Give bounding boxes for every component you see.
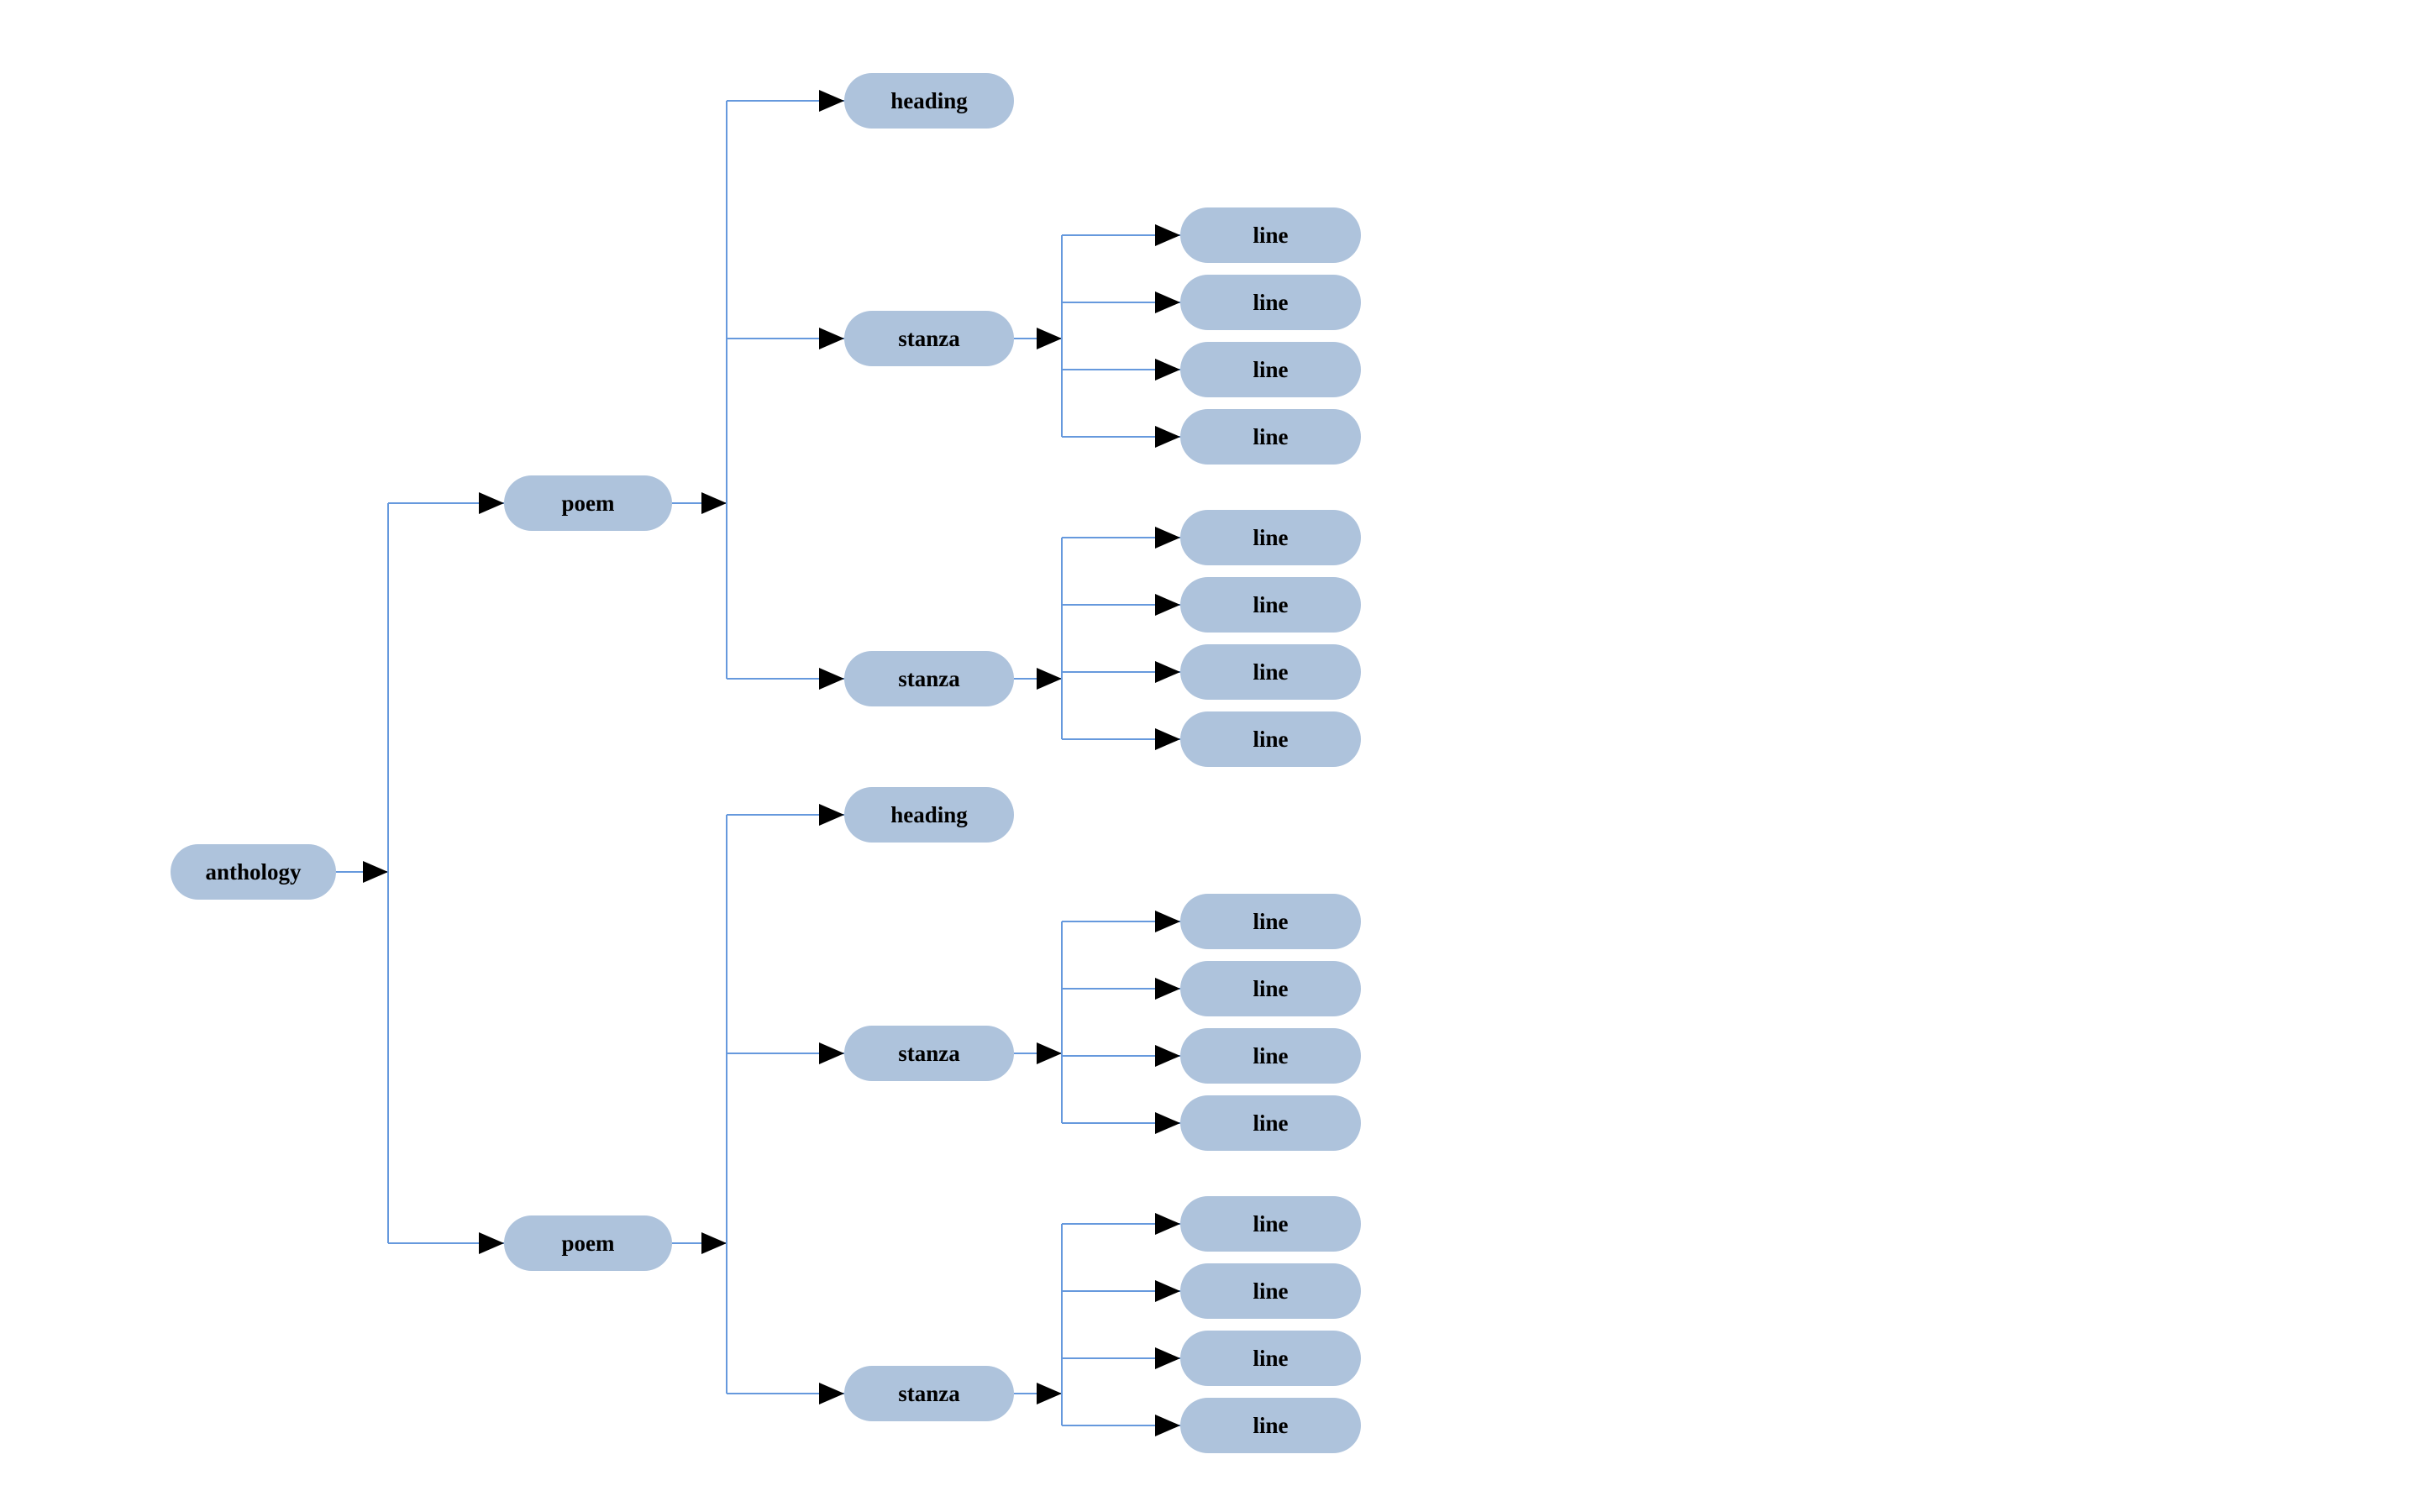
arrowhead-into-poem2 bbox=[479, 1232, 504, 1254]
tree-node-line[interactable]: line bbox=[1180, 1398, 1361, 1453]
arrowhead-into-heading1 bbox=[819, 90, 844, 112]
arrowhead-into-line1b2 bbox=[1155, 594, 1180, 616]
arrowhead-into-bus-poem1 bbox=[701, 492, 727, 514]
tree-node-label: line bbox=[1253, 289, 1289, 315]
tree-node-label: line bbox=[1253, 1042, 1289, 1068]
arrowhead-into-line2a1 bbox=[1155, 911, 1180, 932]
arrowhead-into-heading2 bbox=[819, 804, 844, 826]
arrowhead-into-line1a4 bbox=[1155, 426, 1180, 448]
tree-node-line[interactable]: line bbox=[1180, 894, 1361, 949]
arrowhead-into-bus-stanza2a bbox=[1037, 1042, 1062, 1064]
arrowhead-into-bus-stanza1a bbox=[1037, 328, 1062, 349]
arrowhead-into-line2a2 bbox=[1155, 978, 1180, 1000]
tree-node-line[interactable]: line bbox=[1180, 275, 1361, 330]
tree-node-stanza[interactable]: stanza bbox=[844, 651, 1014, 706]
tree-node-label: line bbox=[1253, 975, 1289, 1001]
arrowhead-into-bus-poem2 bbox=[701, 1232, 727, 1254]
tree-node-label: line bbox=[1253, 524, 1289, 550]
tree-node-label: line bbox=[1253, 1278, 1289, 1304]
tree-node-label: line bbox=[1253, 908, 1289, 934]
tree-node-label: line bbox=[1253, 1345, 1289, 1371]
arrowhead-into-stanza1b bbox=[819, 668, 844, 690]
tree-node-label: line bbox=[1253, 659, 1289, 685]
tree-node-label: line bbox=[1253, 1412, 1289, 1438]
tree-node-label: line bbox=[1253, 222, 1289, 248]
arrowhead-into-poem1 bbox=[479, 492, 504, 514]
tree-node-line[interactable]: line bbox=[1180, 409, 1361, 465]
tree-node-label: stanza bbox=[898, 665, 960, 691]
tree-node-heading[interactable]: heading bbox=[844, 787, 1014, 843]
tree-node-label: line bbox=[1253, 591, 1289, 617]
tree-node-label: line bbox=[1253, 423, 1289, 449]
tree-node-line[interactable]: line bbox=[1180, 1331, 1361, 1386]
arrowhead-into-bus-stanza2b bbox=[1037, 1383, 1062, 1404]
arrowhead-into-line2b2 bbox=[1155, 1280, 1180, 1302]
arrowhead-into-line2b1 bbox=[1155, 1213, 1180, 1235]
arrowhead-into-line2a4 bbox=[1155, 1112, 1180, 1134]
tree-node-label: poem bbox=[561, 1230, 615, 1256]
tree-node-poem[interactable]: poem bbox=[504, 475, 672, 531]
tree-node-stanza[interactable]: stanza bbox=[844, 1026, 1014, 1081]
tree-node-line[interactable]: line bbox=[1180, 1028, 1361, 1084]
tree-node-line[interactable]: line bbox=[1180, 961, 1361, 1016]
tree-node-label: line bbox=[1253, 1110, 1289, 1136]
tree-node-label: heading bbox=[890, 87, 968, 113]
tree-node-line[interactable]: line bbox=[1180, 577, 1361, 633]
arrowhead-into-line1b4 bbox=[1155, 728, 1180, 750]
tree-node-label: line bbox=[1253, 726, 1289, 752]
arrowhead-into-line1b3 bbox=[1155, 661, 1180, 683]
arrowhead-into-line2a3 bbox=[1155, 1045, 1180, 1067]
tree-node-label: anthology bbox=[205, 858, 302, 885]
tree-node-label: poem bbox=[561, 490, 615, 516]
arrowhead-into-stanza2b bbox=[819, 1383, 844, 1404]
tree-node-label: stanza bbox=[898, 1380, 960, 1406]
tree-node-line[interactable]: line bbox=[1180, 342, 1361, 397]
arrowhead-into-line1b1 bbox=[1155, 527, 1180, 549]
arrowhead-into-bus-anthology bbox=[363, 861, 388, 883]
arrowhead-into-line1a3 bbox=[1155, 359, 1180, 381]
tree-node-stanza[interactable]: stanza bbox=[844, 311, 1014, 366]
tree-node-line[interactable]: line bbox=[1180, 1196, 1361, 1252]
arrowhead-into-line1a1 bbox=[1155, 224, 1180, 246]
tree-node-poem[interactable]: poem bbox=[504, 1215, 672, 1271]
arrowhead-into-stanza2a bbox=[819, 1042, 844, 1064]
tree-node-label: line bbox=[1253, 1210, 1289, 1236]
tree-node-anthology[interactable]: anthology bbox=[171, 844, 336, 900]
tree-node-label: stanza bbox=[898, 325, 960, 351]
tree-node-stanza[interactable]: stanza bbox=[844, 1366, 1014, 1421]
arrowhead-into-line1a2 bbox=[1155, 291, 1180, 313]
tree-node-label: heading bbox=[890, 801, 968, 827]
tree-node-line[interactable]: line bbox=[1180, 644, 1361, 700]
arrowhead-into-line2b4 bbox=[1155, 1415, 1180, 1436]
tree-node-line[interactable]: line bbox=[1180, 510, 1361, 565]
tree-node-line[interactable]: line bbox=[1180, 1263, 1361, 1319]
tree-node-line[interactable]: line bbox=[1180, 711, 1361, 767]
tree-node-line[interactable]: line bbox=[1180, 1095, 1361, 1151]
arrowhead-into-stanza1a bbox=[819, 328, 844, 349]
arrowhead-into-line2b3 bbox=[1155, 1347, 1180, 1369]
arrowhead-into-bus-stanza1b bbox=[1037, 668, 1062, 690]
tree-node-label: stanza bbox=[898, 1040, 960, 1066]
tree-node-heading[interactable]: heading bbox=[844, 73, 1014, 129]
tree-node-label: line bbox=[1253, 356, 1289, 382]
tree-node-line[interactable]: line bbox=[1180, 207, 1361, 263]
